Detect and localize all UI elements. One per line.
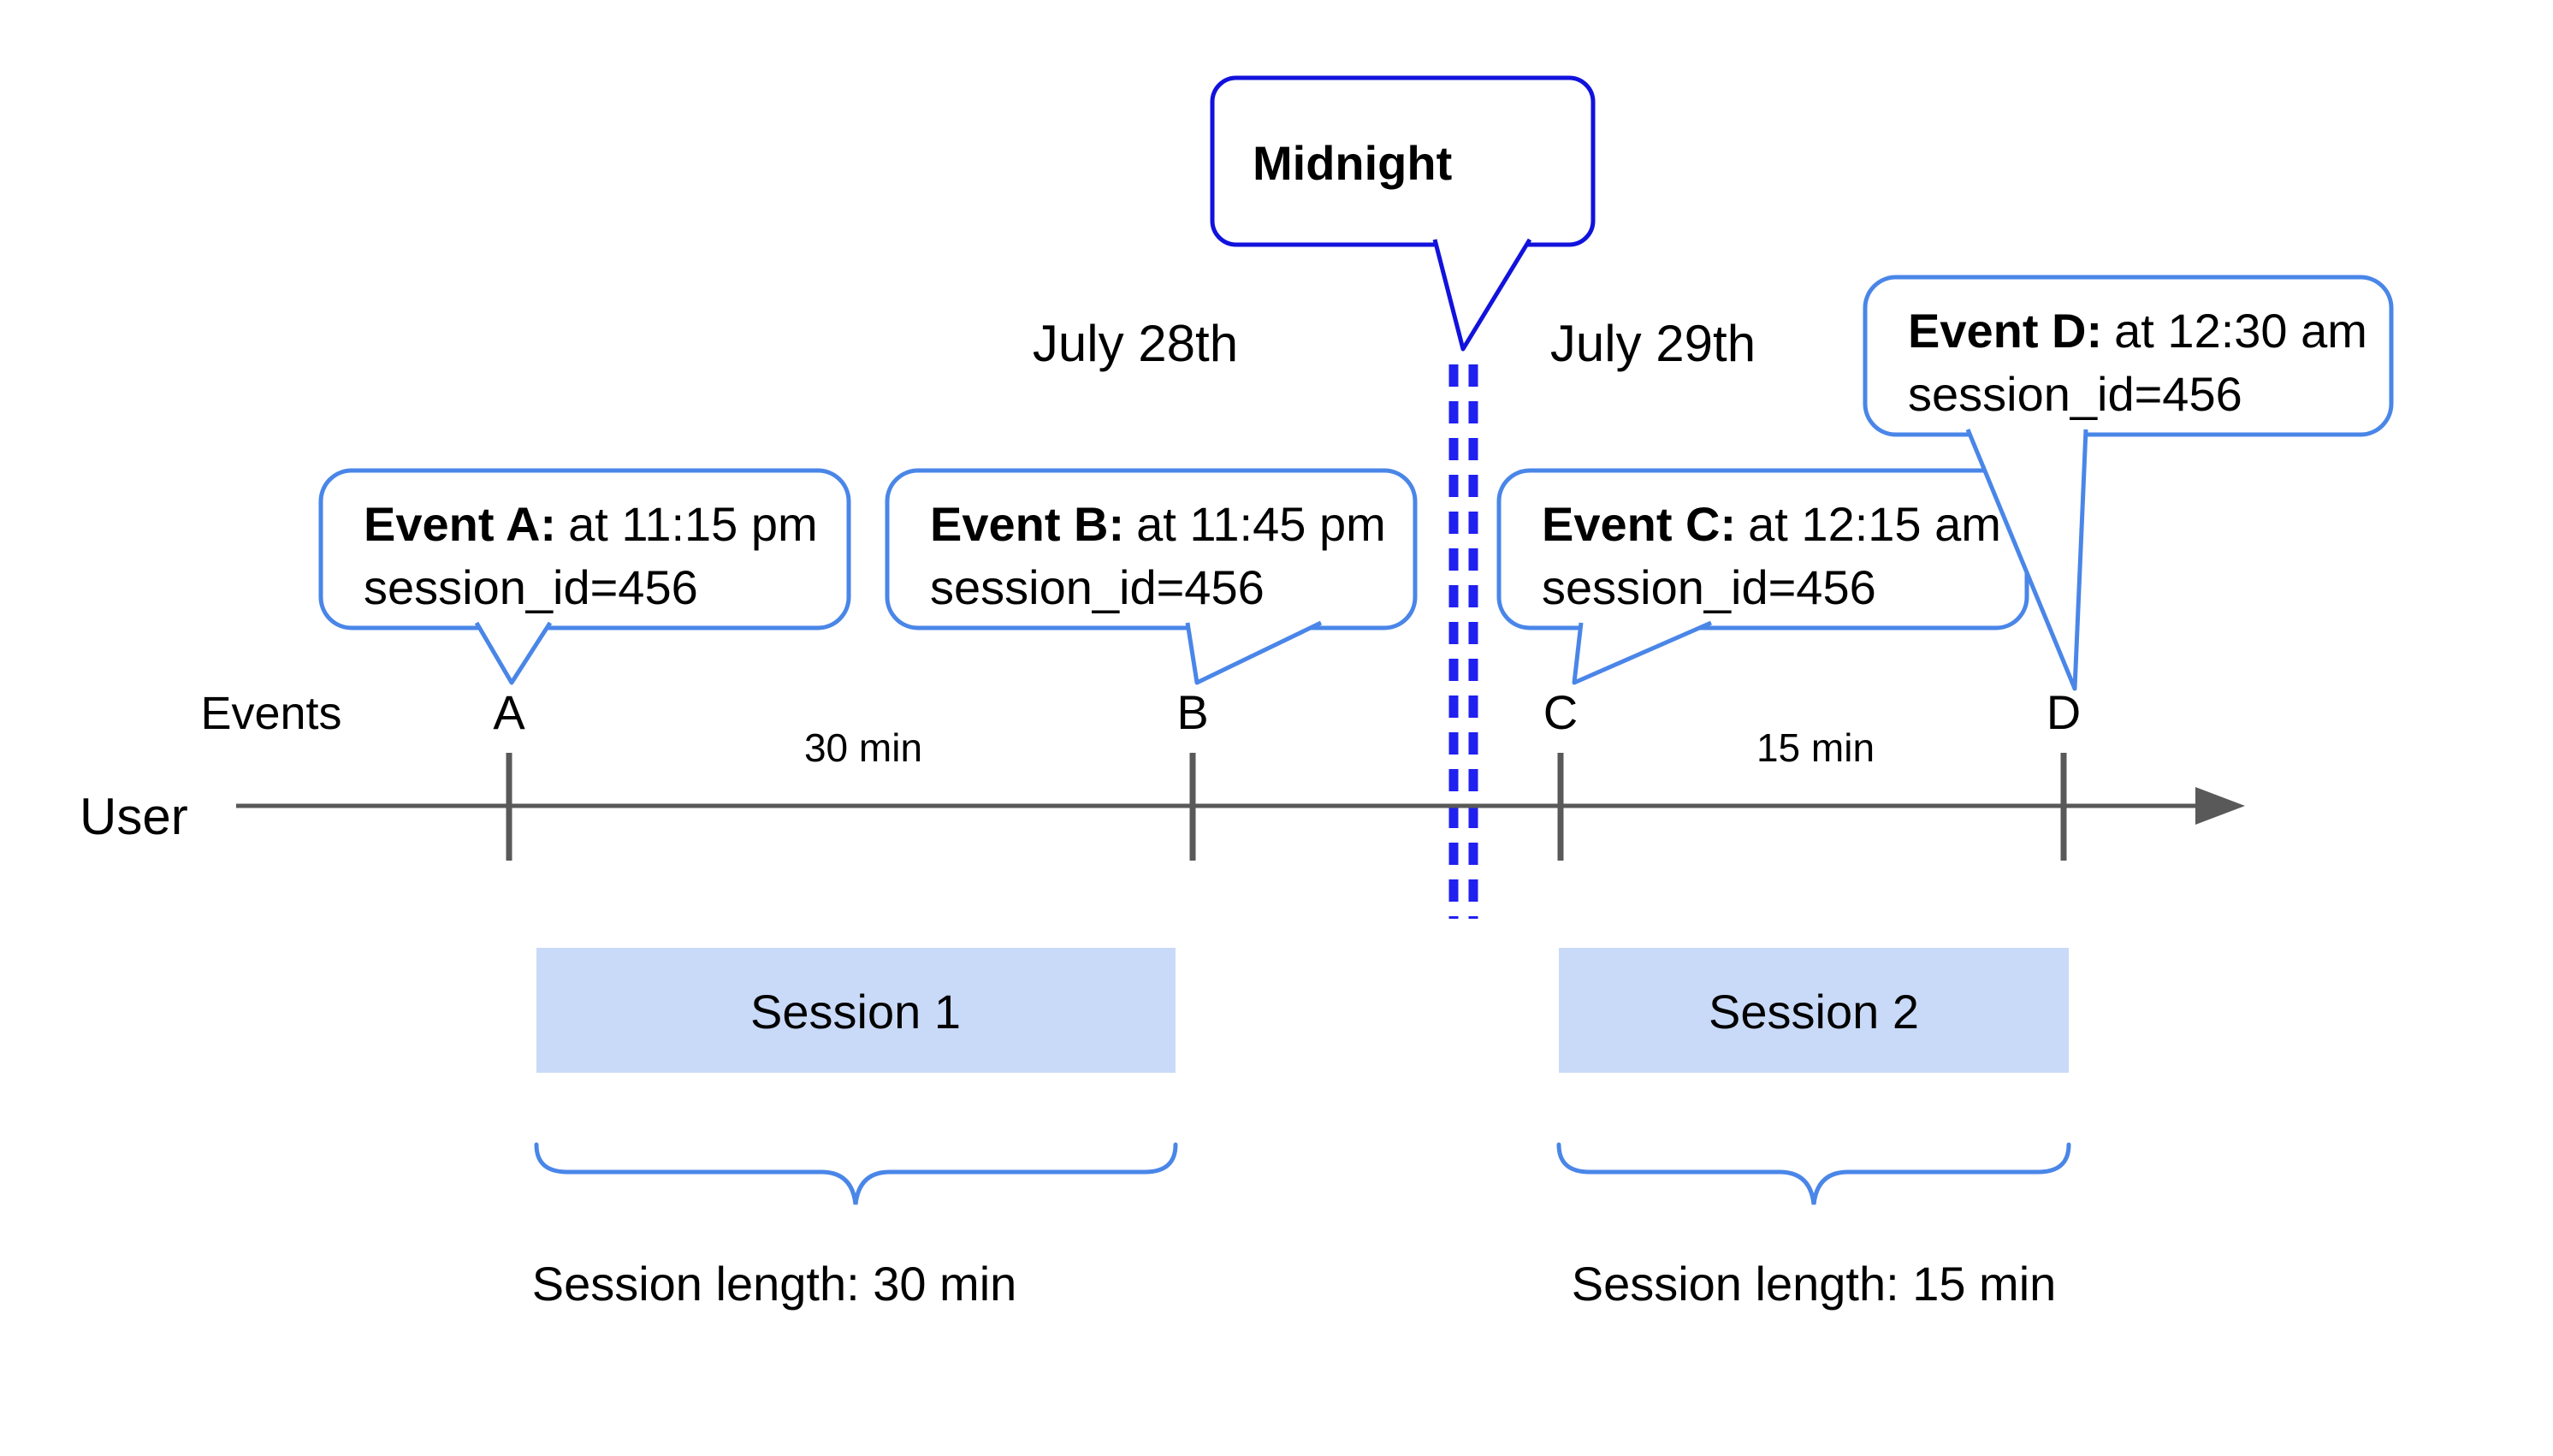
event-callout-d-bubble [1863, 275, 2394, 437]
interval-label-15min: 15 min [1756, 725, 1875, 770]
event-callout-a-session: session_id=456 [364, 560, 698, 614]
event-callout-b-line1: Event B:at 11:45 pm [930, 497, 1386, 551]
event-callout-d-title: Event D: [1908, 304, 2102, 358]
session-1-length-label: Session length: 30 min [532, 1257, 1017, 1311]
event-callout-d: Event D:at 12:30 am session_id=456 [1863, 275, 2394, 691]
event-callout-a-tail [474, 621, 553, 685]
session-1: Session 1 Session length: 30 min [532, 948, 1178, 1311]
event-callout-b: Event B:at 11:45 pm session_id=456 [885, 468, 1418, 685]
session-2-label: Session 2 [1709, 985, 1919, 1039]
event-callout-b-time: at 11:45 pm [1136, 497, 1386, 551]
tick-label-b: B [1176, 685, 1208, 739]
tick-label-d: D [2047, 685, 2081, 739]
event-callout-a-title: Event A: [364, 497, 556, 551]
event-callout-d-session: session_id=456 [1908, 367, 2242, 421]
midnight-callout-label: Midnight [1253, 136, 1452, 190]
event-callout-b-tail [1185, 620, 1323, 685]
event-callout-b-bubble [885, 468, 1418, 630]
events-axis-label: Events [200, 688, 341, 739]
event-callout-a-time: at 11:15 pm [568, 497, 818, 551]
event-callout-c: Event C:at 12:15 am session_id=456 [1496, 468, 2029, 685]
session-1-brace [534, 1142, 1178, 1205]
session-2: Session 2 Session length: 15 min [1556, 948, 2071, 1311]
event-callout-b-session: session_id=456 [930, 560, 1265, 614]
timeline-axis [236, 753, 2245, 861]
session-2-box [1559, 948, 2069, 1073]
event-callout-d-line1: Event D:at 12:30 am [1908, 304, 2367, 358]
event-callout-c-tail [1572, 620, 1713, 685]
event-callout-a-bubble [318, 468, 851, 630]
user-axis-label: User [80, 788, 188, 845]
session-1-box [536, 948, 1176, 1073]
session-2-length-label: Session length: 15 min [1572, 1257, 2057, 1311]
event-callout-a-line1: Event A:at 11:15 pm [364, 497, 818, 551]
event-callout-b-title: Event B: [930, 497, 1124, 551]
event-callout-c-time: at 12:15 am [1748, 497, 2001, 551]
tick-label-c: C [1543, 685, 1578, 739]
event-callout-d-tail [1965, 429, 2088, 691]
session-1-label: Session 1 [750, 985, 961, 1039]
midnight-callout-bubble [1210, 75, 1596, 247]
event-callout-c-session: session_id=456 [1542, 560, 1876, 614]
event-callout-c-line1: Event C:at 12:15 am [1542, 497, 2001, 551]
session-2-brace [1556, 1142, 2071, 1205]
date-label-july-28: July 28th [1033, 315, 1238, 372]
event-callout-d-time: at 12:30 am [2114, 304, 2367, 358]
midnight-callout: Midnight [1210, 75, 1596, 352]
event-callout-c-title: Event C: [1542, 497, 1736, 551]
midnight-callout-tail [1432, 238, 1532, 352]
tick-label-a: A [493, 685, 525, 739]
date-label-july-29: July 29th [1550, 315, 1756, 372]
axis-arrowhead-icon [2195, 787, 2245, 825]
event-callout-a: Event A:at 11:15 pm session_id=456 [318, 468, 851, 685]
interval-label-30min: 30 min [804, 725, 922, 770]
